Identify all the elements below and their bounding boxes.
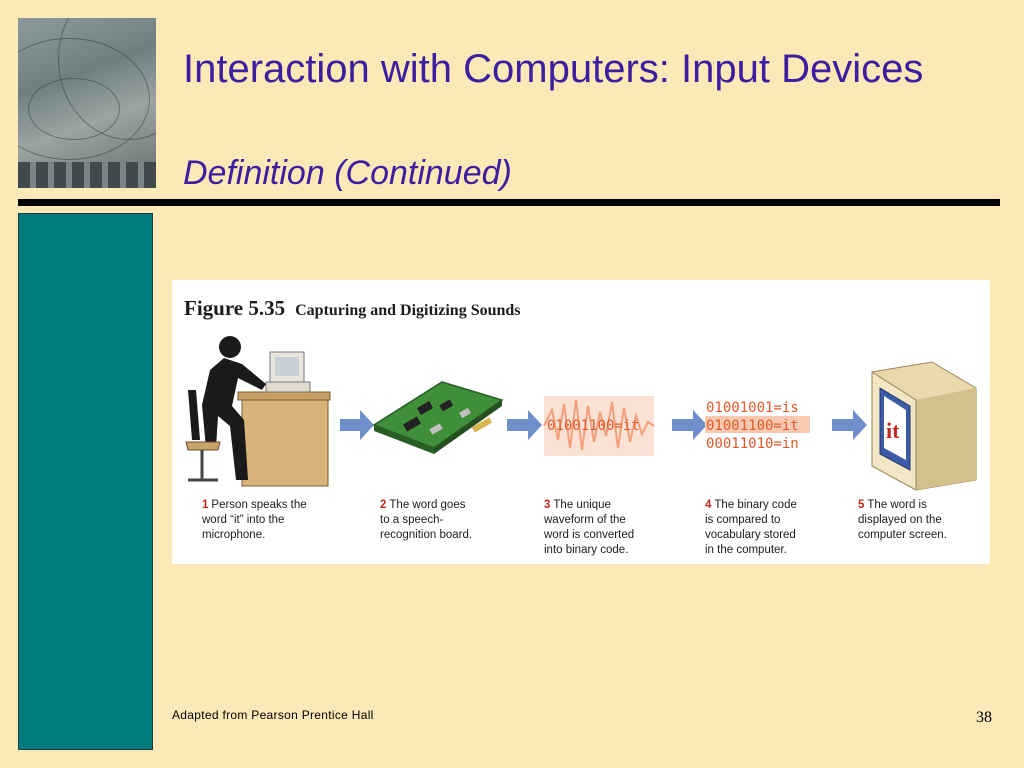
step-number: 1	[202, 499, 209, 511]
waveform-icon	[543, 396, 655, 456]
arrow-3-icon	[672, 410, 707, 440]
arrow-2-icon	[507, 410, 542, 440]
arrow-1-icon	[340, 410, 374, 440]
step-number: 3	[544, 499, 551, 511]
header-photo	[18, 18, 156, 188]
arrow-4-icon	[832, 410, 867, 440]
slide-subtitle: Definition (Continued)	[183, 154, 512, 192]
step-text: The word goes to a speech- recognition b…	[380, 499, 473, 541]
highlight-row	[705, 416, 810, 433]
title-divider	[18, 199, 1000, 206]
step-text: The word is displayed on the computer sc…	[858, 499, 947, 541]
step-text: The binary code is compared to vocabular…	[705, 499, 797, 556]
sidebar-panel	[18, 213, 153, 750]
circuit-board-icon	[372, 381, 504, 454]
page-number: 38	[976, 709, 992, 726]
step-number: 2	[380, 499, 387, 511]
speech-recognition-illustration: 01001100=it 01001001=is 01001100=it 0001…	[185, 336, 977, 491]
figure-caption: Capturing and Digitizing Sounds	[295, 302, 521, 319]
step-number: 4	[705, 499, 712, 511]
step-text: Person speaks the word “it” into the mic…	[202, 499, 307, 541]
binary-code-single: 01001100=it	[547, 418, 640, 434]
figure-number: Figure 5.35	[184, 296, 286, 320]
slide-title: Interaction with Computers: Input Device…	[183, 47, 924, 91]
step-number: 5	[858, 499, 865, 511]
monitor-word: it	[886, 418, 900, 443]
figure-panel: Figure 5.35 Capturing and Digitizing Sou…	[172, 280, 990, 564]
computer-monitor-icon	[871, 361, 977, 491]
person-at-desk-icon	[185, 336, 331, 487]
step-text: The unique waveform of the word is conve…	[544, 499, 635, 556]
footer-credit: Adapted from Pearson Prentice Hall	[172, 708, 374, 722]
figure-heading: Figure 5.35 Capturing and Digitizing Sou…	[184, 296, 521, 321]
binary-code-1: 01001001=is	[706, 400, 799, 416]
binary-code-2: 01001100=it	[706, 418, 799, 434]
binary-code-3: 00011010=in	[706, 436, 799, 452]
